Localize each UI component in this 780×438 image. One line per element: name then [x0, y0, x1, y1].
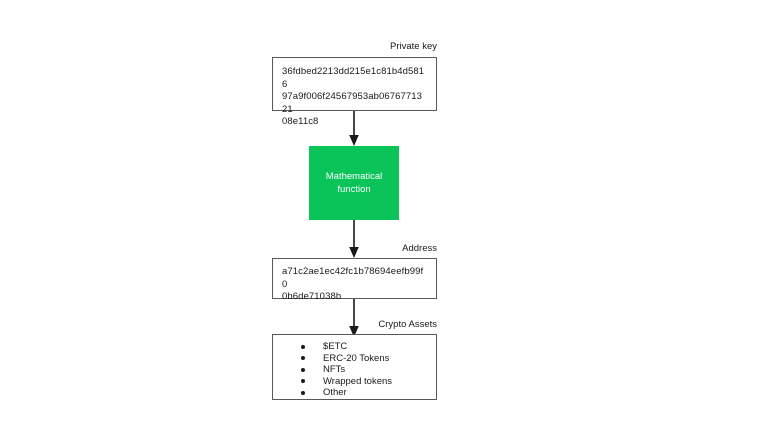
arrow-private-key-to-function [347, 111, 361, 146]
address-value: a71c2ae1ec42fc1b78694eefb99f0 0b6de71038… [282, 266, 424, 303]
address-box: a71c2ae1ec42fc1b78694eefb99f0 0b6de71038… [272, 258, 437, 302]
bullet-icon [301, 356, 305, 361]
list-item: Other [273, 387, 436, 399]
crypto-assets-label: Crypto Assets [378, 319, 437, 330]
list-item-label: ERC-20 Tokens [323, 352, 390, 364]
private-key-box: 36fdbed2213dd215e1c81b4d5816 97a9f006f24… [272, 57, 437, 127]
private-key-value: 36fdbed2213dd215e1c81b4d5816 97a9f006f24… [282, 66, 425, 128]
list-item-label: Other [323, 387, 347, 398]
mathematical-function-label: Mathematical function [325, 171, 383, 195]
bullet-icon [301, 344, 305, 349]
bullet-icon [301, 379, 305, 384]
mathematical-function-box: Mathematical function [309, 146, 399, 220]
address-label: Address [402, 243, 437, 254]
list-item: $ETC [273, 341, 436, 353]
bullet-icon [301, 367, 305, 372]
list-item-label: NFTs [323, 364, 346, 375]
bullet-icon [301, 390, 305, 395]
list-item-label: $ETC [323, 341, 348, 352]
arrow-function-to-address [347, 220, 361, 258]
list-item: Wrapped tokens [273, 376, 436, 388]
list-item-label: Wrapped tokens [323, 375, 393, 387]
list-item: NFTs [273, 364, 436, 376]
list-item: ERC-20 Tokens [273, 353, 436, 365]
private-key-label: Private key [390, 41, 437, 52]
crypto-assets-box: $ETC ERC-20 Tokens NFTs Wrapped tokens O… [272, 334, 437, 400]
crypto-assets-list: $ETC ERC-20 Tokens NFTs Wrapped tokens O… [273, 341, 436, 399]
arrow-address-to-assets [347, 299, 361, 337]
